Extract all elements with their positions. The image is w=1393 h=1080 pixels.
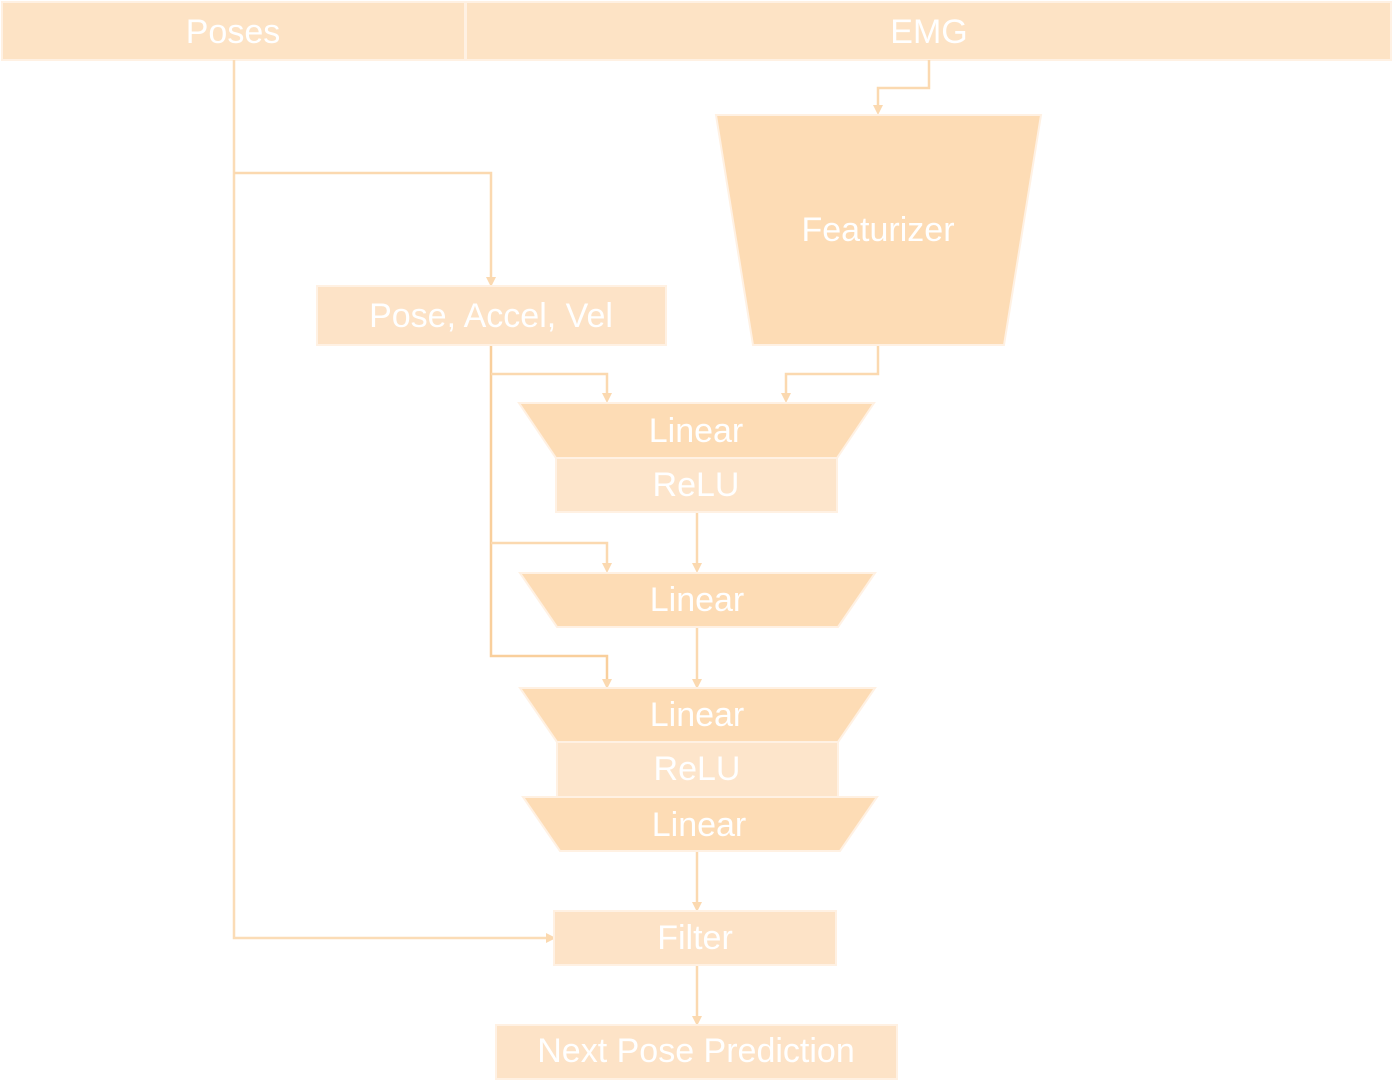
block1-relu-label: ReLU xyxy=(653,466,740,504)
block3-linear-bottom-label: Linear xyxy=(652,806,747,844)
block1: Linear ReLU xyxy=(517,402,876,513)
arrow-poses-to-pav xyxy=(234,171,496,287)
block3: Linear ReLU Linear xyxy=(518,687,879,852)
arrow-poses-to-filter xyxy=(232,60,556,943)
block3-linear-bottom-shape xyxy=(521,796,879,852)
pose-accel-vel-node: Pose, Accel, Vel xyxy=(316,285,667,346)
output-label: Next Pose Prediction xyxy=(537,1032,855,1070)
block2-linear-shape xyxy=(518,572,877,628)
pose-accel-vel-box xyxy=(316,285,667,346)
block1-linear-label: Linear xyxy=(649,412,744,450)
header-bar: Poses EMG xyxy=(1,1,1392,61)
poses-header-label: Poses xyxy=(186,13,281,51)
block1-relu-box xyxy=(555,457,838,513)
filter-node: Filter xyxy=(553,910,837,966)
emg-header-cell xyxy=(465,1,1392,61)
featurizer-node: Featurizer xyxy=(714,114,1043,346)
filter-box xyxy=(553,910,837,966)
block2-linear-label: Linear xyxy=(650,581,745,619)
featurizer-shape xyxy=(714,114,1043,346)
output-box xyxy=(495,1024,898,1080)
connectors xyxy=(232,60,931,1026)
arrow-pav-to-linear1 xyxy=(491,372,612,403)
block3-relu-box xyxy=(556,741,839,798)
pav-trunk xyxy=(489,345,612,689)
pose-accel-vel-label: Pose, Accel, Vel xyxy=(369,297,613,335)
arrow-emg-to-featurizer xyxy=(873,60,931,115)
arrow-featurizer-to-linear1 xyxy=(781,345,880,403)
block2: Linear xyxy=(518,572,877,628)
arrow-pav-to-linear2 xyxy=(491,541,612,573)
featurizer-label: Featurizer xyxy=(801,211,954,249)
output-node: Next Pose Prediction xyxy=(495,1024,898,1080)
filter-label: Filter xyxy=(657,919,733,957)
poses-header-cell xyxy=(1,1,466,61)
emg-header-label: EMG xyxy=(890,13,967,51)
block3-relu-label: ReLU xyxy=(654,750,741,788)
block3-linear-top-label: Linear xyxy=(650,696,745,734)
